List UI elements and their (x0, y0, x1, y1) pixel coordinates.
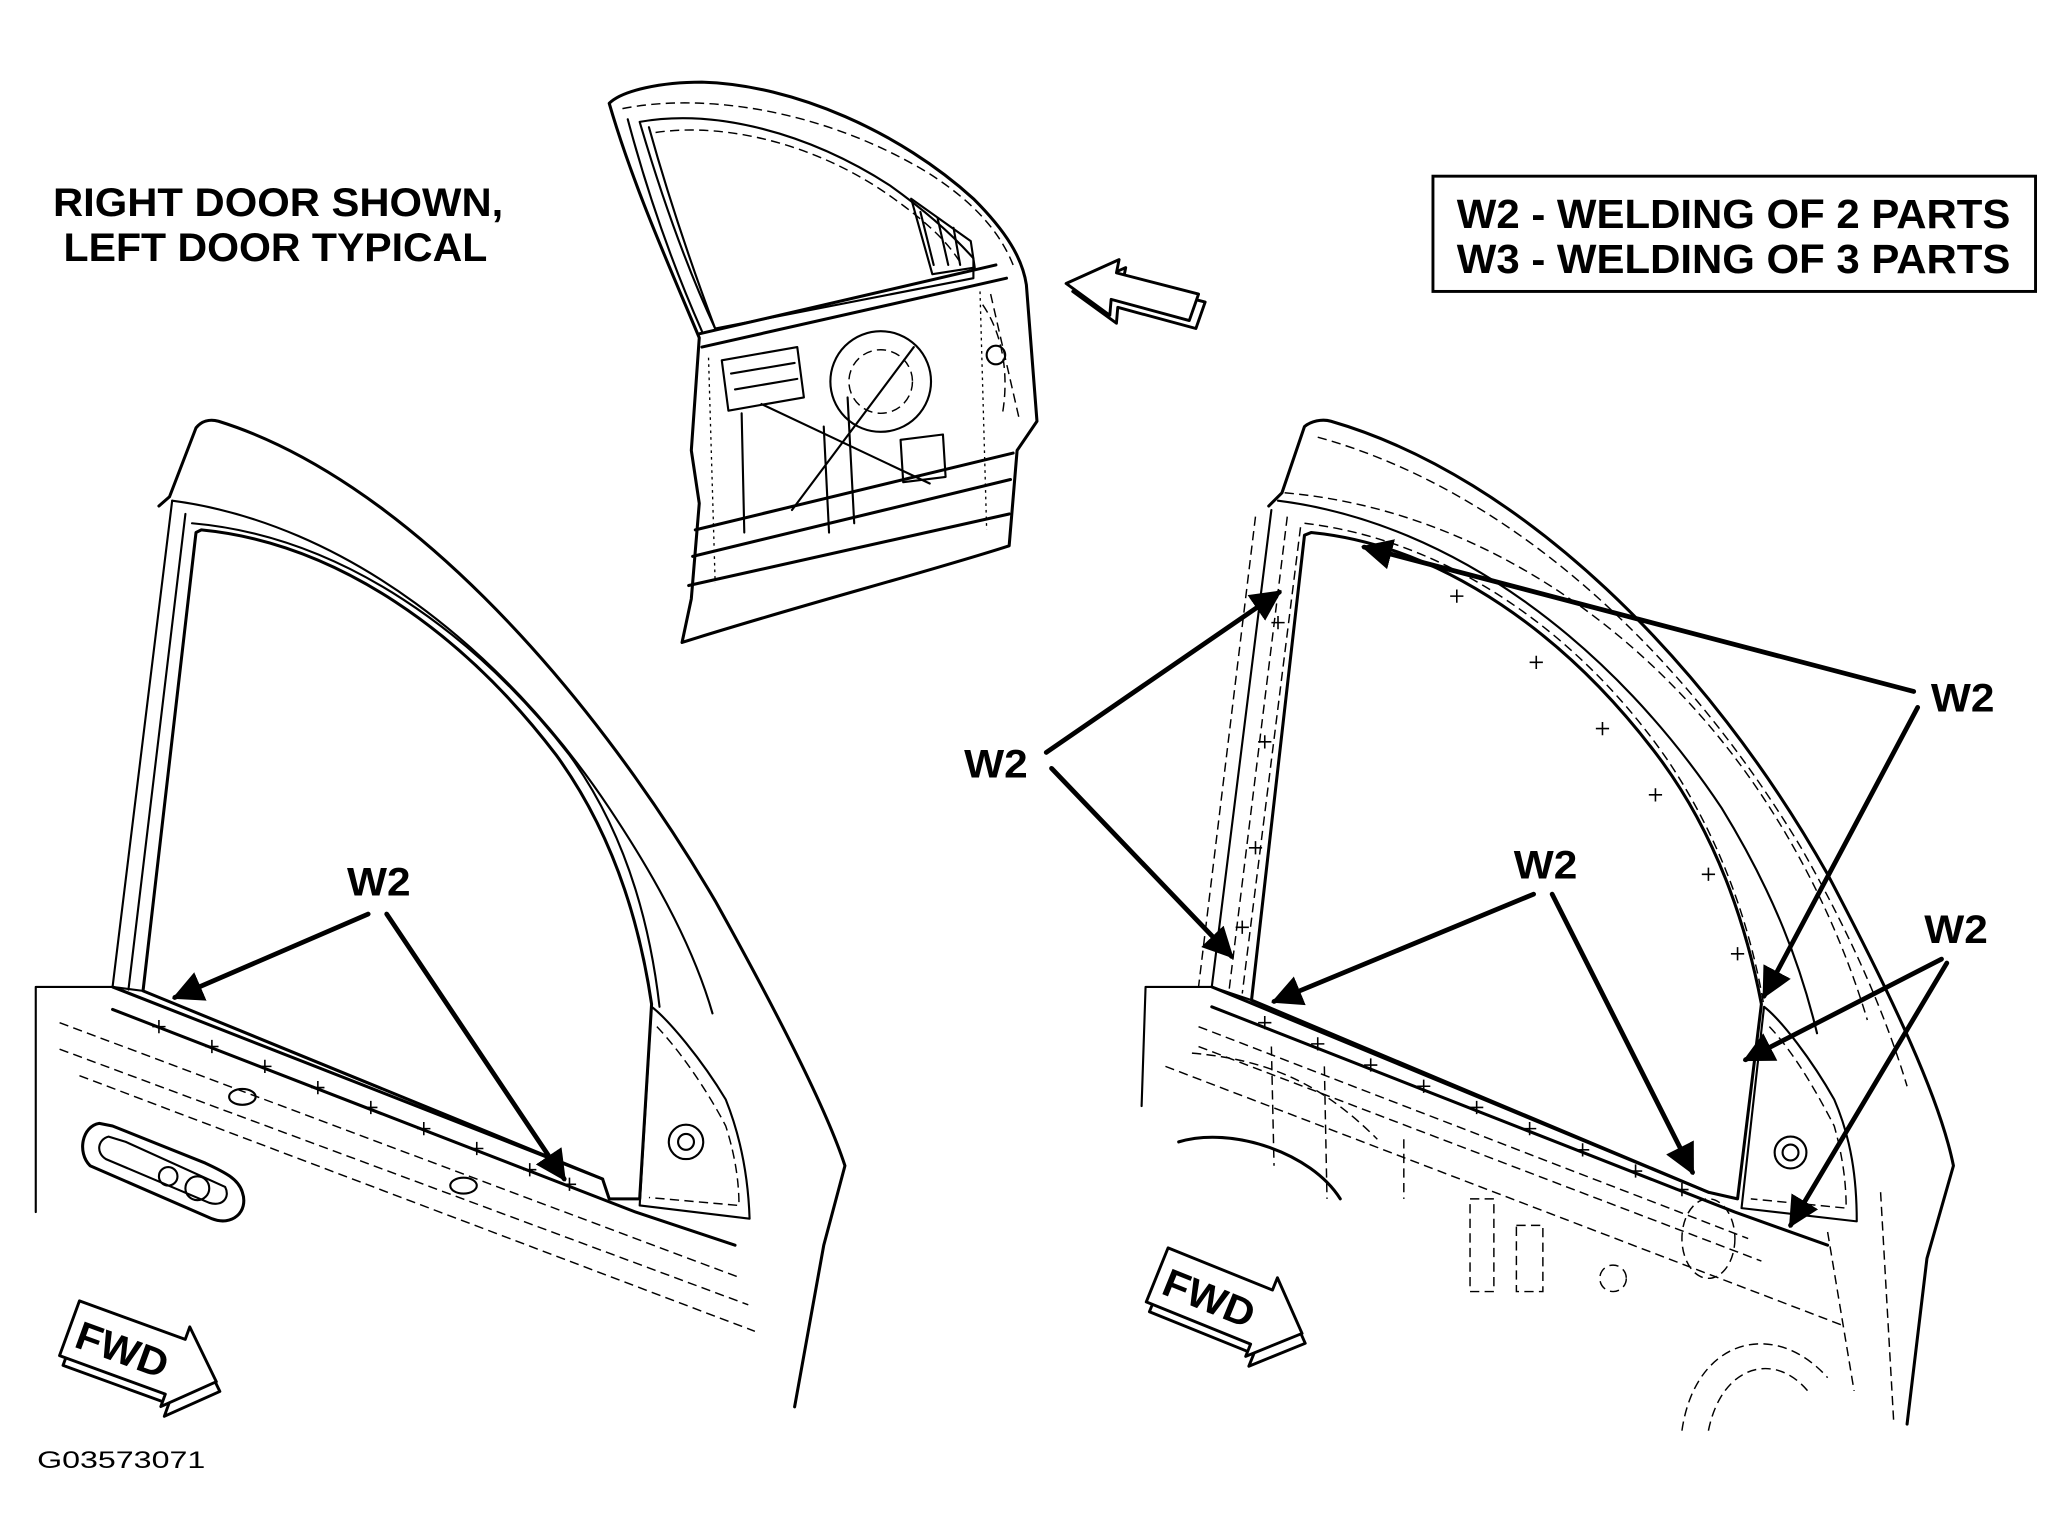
left-door-mirror-hole (667, 1123, 705, 1161)
right-door-frame-line (1276, 499, 1819, 1035)
right-door-bracket-2 (1515, 1224, 1544, 1293)
door-note: RIGHT DOOR SHOWN, LEFT DOOR TYPICAL (53, 181, 503, 270)
figure-id: G03573071 (37, 1447, 205, 1474)
callout-arrow (171, 911, 371, 1001)
left-door-panel-slot-2 (449, 1176, 478, 1195)
view-arrow-body (1064, 258, 1201, 323)
callout-label: W2 (1924, 908, 1988, 952)
overview-frame-outer-line (622, 102, 1014, 266)
callout-label: W2 (1514, 843, 1578, 887)
callout-label: W2 (1931, 676, 1995, 720)
callout-arrow (1271, 891, 1536, 1006)
overview-lower-beams (687, 451, 1015, 588)
left-door-front-post (111, 499, 187, 991)
overview-door-outline (607, 80, 1039, 645)
overview-module-bracket (899, 433, 947, 484)
right-door-panel-lines (1165, 1025, 1842, 1326)
right-door-mirror-hole (1773, 1135, 1808, 1170)
legend-w2: W2 - WELDING OF 2 PARTS (1457, 191, 2011, 237)
callout-label: W2 (347, 860, 411, 904)
right-door-post-dashed (1197, 516, 1302, 994)
left-door-frame-line (171, 499, 714, 1015)
left-door-mirror-hole-inner (677, 1132, 696, 1151)
overview-speaker (829, 330, 933, 433)
right-door-weld-callout-upper-right: W2 (1361, 539, 1995, 999)
left-door-window-channel (190, 522, 661, 1008)
callout-arrow (1788, 960, 1950, 1229)
right-door-mirror-sail-inner (1750, 1026, 1847, 1209)
right-door-mirror-hole-inner (1781, 1143, 1800, 1162)
right-door-drawing (1140, 418, 1955, 1431)
left-door-drawing (34, 418, 847, 1409)
left-door-mirror-sail (638, 1005, 751, 1220)
callout-label: W2 (964, 743, 1028, 787)
note-line-2: LEFT DOOR TYPICAL (64, 226, 488, 270)
note-line-1: RIGHT DOOR SHOWN, (53, 181, 503, 225)
right-door-latch-cutout (1681, 1198, 1736, 1280)
right-door-inner-structure (1191, 1046, 1895, 1425)
left-door-handle-recess (81, 1121, 246, 1223)
left-door-panel-slot-1 (228, 1087, 257, 1106)
overview-belt-line (697, 263, 1009, 349)
overview-regulator-arms (740, 346, 931, 534)
left-door-handle-hole-2 (184, 1175, 211, 1202)
left-door-mirror-sail-inner (648, 1026, 740, 1207)
overview-speaker-inner (848, 348, 914, 415)
callout-arrow (1549, 891, 1695, 1176)
left-door-belt-line (111, 985, 737, 1247)
right-door-weld-callout-mirror: W2 (1742, 908, 1988, 1229)
overview-hinge-hole (985, 344, 1007, 366)
callout-arrow (1742, 956, 1944, 1063)
right-door-frame-dashed-2 (1284, 492, 1869, 1021)
overview-inner-edge (707, 291, 988, 583)
left-door-handle-inner (98, 1135, 228, 1205)
right-door-outer-edge (1267, 418, 1955, 1426)
left-door-skin-top (34, 985, 145, 1214)
weld-legend: W2 - WELDING OF 2 PARTS W3 - WELDING OF … (1431, 174, 2037, 293)
right-door-speaker-cutout (1681, 1343, 1829, 1431)
right-door-frame-dashed-1 (1317, 436, 1908, 1087)
right-door-weld-callout-upper-left: W2 (964, 589, 1282, 959)
left-door-weld-ticks (152, 1020, 577, 1191)
left-door-weld-callout: W2 (171, 860, 567, 1182)
door-overview-drawing (607, 80, 1039, 645)
right-door-belt-line (1210, 985, 1830, 1247)
right-door-weld-ticks (1235, 589, 1745, 1197)
fwd-arrow-body (58, 1299, 218, 1409)
overview-mirror-patch (910, 197, 976, 276)
right-door-wiring (1177, 1135, 1342, 1201)
right-door-bracket-1 (1469, 1198, 1495, 1293)
left-door-window-opening (141, 528, 654, 1201)
callout-arrow (1761, 705, 1921, 999)
callout-arrow (1361, 539, 1917, 694)
left-door-outer-edge (157, 418, 847, 1409)
overview-hinge-edge (982, 293, 1021, 422)
overview-pillar-lines (626, 118, 717, 333)
legend-border (1431, 174, 2037, 293)
right-door-access-hole (1599, 1264, 1628, 1293)
callout-arrow (1049, 765, 1235, 959)
callout-arrow (1043, 589, 1282, 755)
fwd-arrow-icon: FWD (58, 1299, 222, 1418)
right-door-skin-top (1140, 985, 1253, 1108)
right-door-front-post (1210, 508, 1273, 988)
right-door-mirror-sail (1740, 1005, 1858, 1223)
overview-regulator-motor (720, 346, 805, 412)
right-door-weld-callout-belt: W2 (1271, 843, 1695, 1176)
legend-w3: W3 - WELDING OF 3 PARTS (1457, 236, 2011, 282)
fwd-arrow-icon: FWD (1144, 1246, 1307, 1368)
fwd-arrow-body (1144, 1246, 1304, 1358)
left-door-handle-hole-1 (157, 1165, 179, 1187)
callout-arrow (384, 911, 567, 1182)
right-door-window-channel (1304, 522, 1765, 1007)
left-door-panel-lines (59, 1021, 756, 1333)
view-direction-arrow-icon (1064, 258, 1207, 330)
overview-frame-inner-line (655, 129, 961, 263)
